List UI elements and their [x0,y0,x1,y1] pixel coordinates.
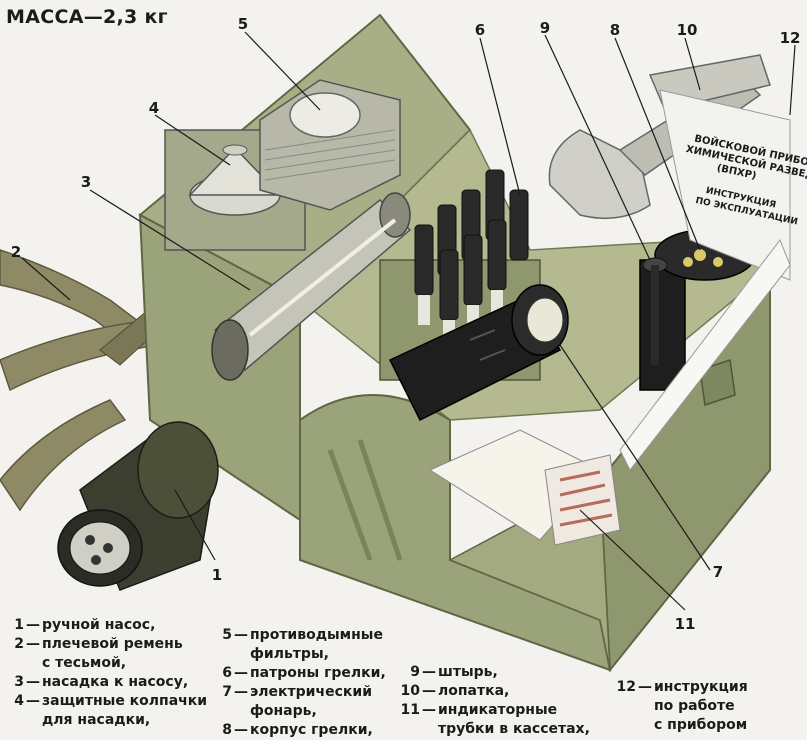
callout-5: 5 [237,15,249,33]
callout-1: 1 [211,566,223,584]
legend-item-11: 11—индикаторные [400,702,558,718]
shoulder-strap [0,249,176,512]
callout-11-twelve: 12 [779,29,801,47]
callout-6: 6 [474,21,486,39]
pin [642,257,668,365]
callout-9: 9 [539,19,551,37]
legend-item-4: 4—защитные колпачки [14,693,208,709]
callout-7: 7 [712,563,724,581]
legend-item-12: 12—инструкция [616,679,748,695]
legend-item-5-cont: фильтры, [250,646,329,662]
indicator-tube-cassettes [428,429,621,546]
legend-column-4: 12—инструкция по работе с прибором [616,678,748,735]
hand-pump [57,421,219,591]
legend-item-7: 7—электрический [222,684,373,700]
legend-item-1: 1—ручной насос, [14,617,156,633]
callout-10: 10 [676,21,698,39]
callout-leaders [21,31,796,611]
legend-item-7-cont: фонарь, [250,703,317,719]
callout-3: 3 [80,173,92,191]
pump-nozzle [211,192,412,381]
legend-column-1: 1—ручной насос, 2—плечевой ремень с тесь… [4,616,207,730]
legend-item-2: 2—плечевой ремень [14,636,183,652]
legend-item-3: 3—насадка к насосу, [14,674,189,690]
legend-item-10: 10—лопатка, [400,683,510,699]
legend-item-12-cont2: с прибором [654,717,748,733]
mass-title: МАССА—2,3 кг [6,6,168,28]
callout-2: 2 [10,243,22,261]
callout-4: 4 [148,99,160,117]
legend-item-11-cont: трубки в кассетах, [438,721,590,737]
legend-column-2: 5—противодымные фильтры, 6—патроны грелк… [212,626,386,740]
legend-item-6: 6—патроны грелки, [222,665,386,681]
smoke-filters [259,79,401,211]
legend-item-4-cont: для насадки, [42,712,151,728]
legend-item-9: 9—штырь, [410,664,498,680]
legend-item-2-cont: с тесьмой, [42,655,127,671]
legend-item-12-cont1: по работе [654,698,735,714]
callout-11: 11 [674,615,696,633]
callout-8: 8 [609,21,621,39]
electric-flashlight [388,284,569,422]
legend-item-5: 5—противодымные [222,627,383,643]
legend-column-3: 9—штырь, 10—лопатка, 11—индикаторные тру… [400,663,590,739]
